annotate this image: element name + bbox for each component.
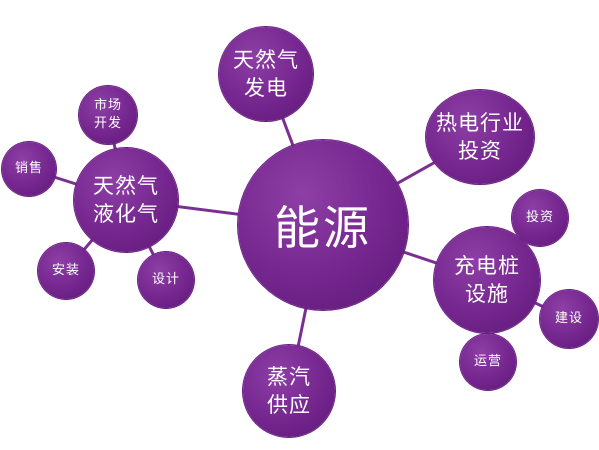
node-label: 蒸汽 供应 <box>267 365 311 417</box>
node-label: 投资 <box>525 210 554 225</box>
hub-label: 能源 <box>274 201 372 255</box>
node-label: 充电桩 设施 <box>454 254 520 306</box>
node-design: 设计 <box>138 252 194 308</box>
node-gas-power-generation: 天然气 发电 <box>219 27 313 121</box>
node-label: 建设 <box>554 311 583 326</box>
node-operation: 运营 <box>460 334 516 390</box>
node-steam-supply: 蒸汽 供应 <box>243 345 335 437</box>
node-label: 市场 开发 <box>93 98 122 131</box>
hub-node-energy: 能源 <box>238 140 408 310</box>
node-construction: 建设 <box>540 290 598 348</box>
node-label: 天然气 液化气 <box>93 174 159 226</box>
node-investment: 投资 <box>512 190 568 246</box>
node-label: 销售 <box>14 161 43 176</box>
node-label: 天然气 发电 <box>233 48 299 100</box>
node-sales: 销售 <box>2 142 56 196</box>
node-market-development: 市场 开发 <box>79 86 137 144</box>
node-thermal-power-investment: 热电行业 投资 <box>426 90 534 184</box>
node-label: 热电行业 投资 <box>436 111 524 163</box>
node-installation: 安装 <box>38 243 94 299</box>
node-label: 运营 <box>473 354 502 369</box>
node-charging-facilities: 充电桩 设施 <box>434 227 540 333</box>
node-label: 安装 <box>51 263 80 278</box>
node-natural-gas-lng: 天然气 液化气 <box>74 148 178 252</box>
node-label: 设计 <box>151 272 180 287</box>
